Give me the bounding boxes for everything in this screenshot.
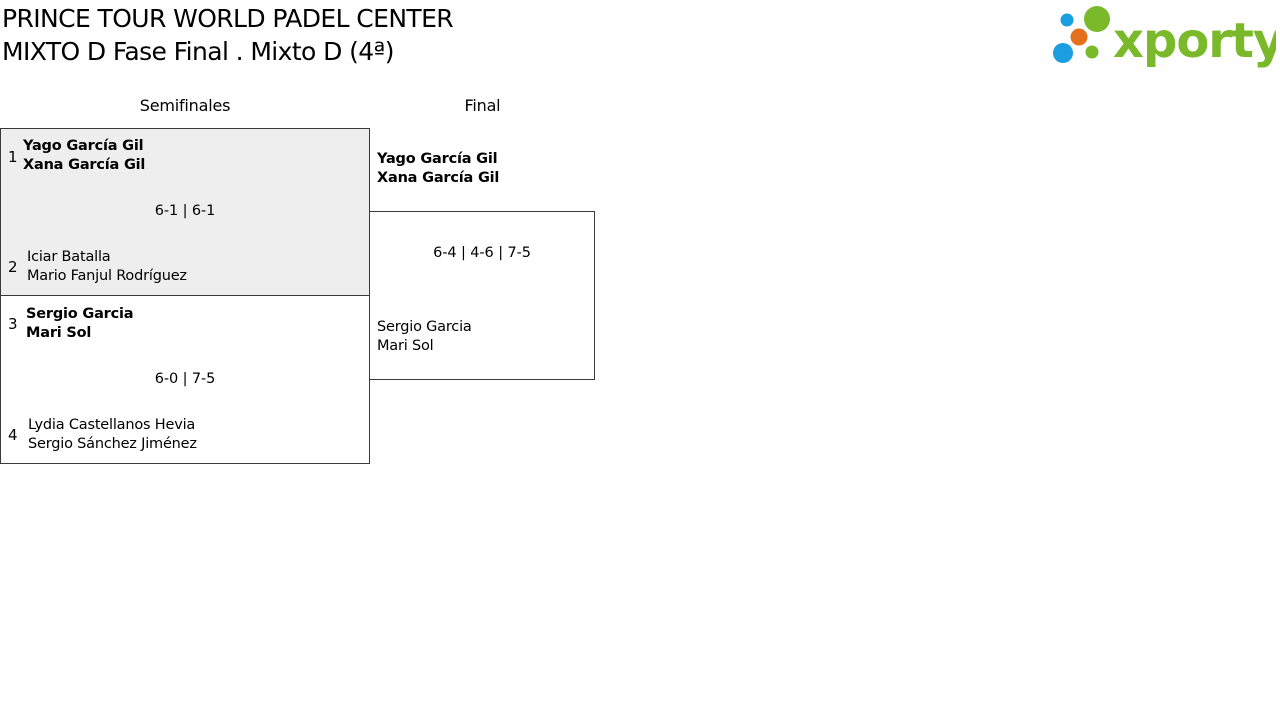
team-player: Xana García Gil — [23, 157, 146, 173]
match-score: 6-0 | 7-5 — [154, 371, 216, 387]
match-score: 6-4 | 4-6 | 7-5 — [433, 245, 531, 261]
page-title: PRINCE TOUR WORLD PADEL CENTER MIXTO D F… — [2, 2, 454, 68]
svg-text:xporty: xporty — [1113, 13, 1276, 68]
team-player: Yago García Gil — [377, 151, 498, 167]
team-player: Mari Sol — [26, 325, 92, 341]
seed-number: 4 — [8, 426, 18, 444]
xporty-logo-graphic: xporty — [1053, 6, 1280, 69]
team-player: Iciar Batalla — [27, 249, 111, 265]
team-player: Sergio Garcia — [26, 306, 134, 322]
team-player: Lydia Castellanos Hevia — [28, 417, 196, 433]
team-player: Mari Sol — [377, 338, 434, 354]
seed-number: 3 — [8, 315, 18, 333]
seed-number: 2 — [8, 258, 18, 276]
team-player: Xana García Gil — [377, 170, 500, 186]
round-label-semifinals: Semifinales — [139, 96, 231, 115]
tournament-name: PRINCE TOUR WORLD PADEL CENTER — [2, 4, 454, 33]
team-player: Yago García Gil — [23, 138, 144, 154]
team-player: Mario Fanjul Rodríguez — [27, 268, 187, 284]
seed-number: 1 — [8, 148, 18, 166]
team-player: Sergio Garcia — [377, 319, 472, 335]
round-label-final: Final — [464, 96, 501, 115]
xporty-logo[interactable]: xporty — [1050, 4, 1280, 69]
team-player: Sergio Sánchez Jiménez — [28, 436, 197, 452]
match-score: 6-1 | 6-1 — [154, 203, 216, 219]
final-match[interactable] — [369, 211, 595, 380]
semifinal-match-1[interactable] — [0, 128, 370, 296]
category-name: MIXTO D Fase Final . Mixto D (4ª) — [2, 37, 394, 66]
